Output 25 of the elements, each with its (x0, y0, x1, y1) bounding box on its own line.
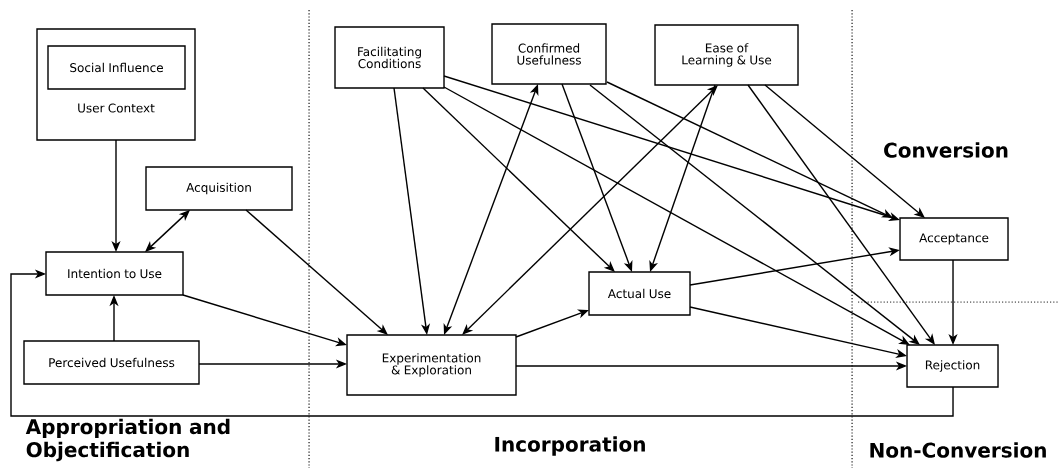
arrow (462, 85, 718, 335)
process-box: Acquisition (145, 166, 293, 211)
arrow (10, 269, 954, 417)
arrow (245, 209, 388, 335)
arrow (443, 86, 910, 345)
region-label: Incorporation (495, 436, 645, 456)
arrow (422, 87, 615, 272)
arrow (606, 81, 893, 218)
region-label: Conversion (884, 142, 1008, 158)
arrow (145, 210, 190, 252)
process-box: Intention to Use (45, 251, 184, 296)
region-label: Appropriation and Objectification (25, 418, 230, 462)
arrow (764, 84, 925, 218)
process-box: Confirmed Usefulness (491, 23, 607, 85)
arrow (589, 84, 920, 345)
process-box: Social Influence (47, 45, 186, 90)
process-box: Ease of Learning & Use (654, 24, 799, 86)
process-box: Facilitating Conditions (334, 26, 445, 89)
process-box: Experimentation & Exploration (346, 334, 517, 396)
process-box: Acceptance (899, 217, 1009, 261)
region-label: Non-Conversion (870, 442, 1046, 458)
process-box: Actual Use (588, 271, 691, 316)
arrow (747, 84, 935, 345)
process-box: Rejection (906, 344, 999, 388)
process-box: Perceived Usefulness (23, 340, 200, 385)
